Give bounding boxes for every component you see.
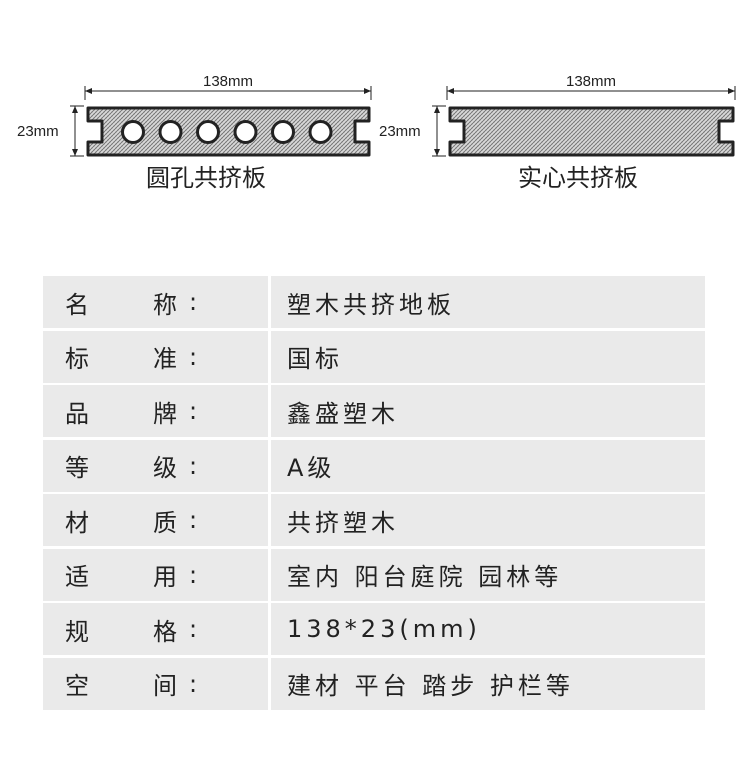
label-char-1: 名 (65, 290, 89, 319)
label-char-2: 格 (153, 617, 177, 646)
label-char-1: 等 (65, 454, 89, 482)
hollow-hole (271, 120, 295, 144)
label-char-2: 牌 (153, 399, 177, 428)
spec-row-size: 规 格 : 138*23(mm) (43, 603, 705, 655)
solid-height-label: 23mm (379, 123, 421, 140)
spec-label: 标 准 : (43, 330, 268, 383)
label-colon: : (189, 560, 198, 589)
label-char-1: 品 (65, 399, 89, 428)
spec-row-grade: 等 级 : A级 (43, 439, 705, 492)
label-colon: : (189, 506, 198, 534)
label-colon: : (189, 669, 198, 698)
spec-value: 鑫盛塑木 (271, 385, 705, 437)
solid-board-caption: 实心共挤板 (518, 164, 638, 192)
label-colon: : (189, 397, 198, 425)
spec-row-material: 材 质 : 共挤塑木 (43, 494, 705, 546)
spec-table: 名 称 : 塑木共挤地板 标 准 : 国标 品 牌 : 鑫盛塑木 等 级 : A… (43, 276, 705, 712)
hollow-hole (196, 120, 220, 144)
spec-label: 等 级 : (43, 439, 268, 492)
spec-label: 名 称 : (43, 276, 268, 328)
hollow-hole (121, 120, 145, 144)
spec-label: 品 牌 : (43, 385, 268, 437)
solid-board-profile: 138mm 23mm (379, 73, 736, 157)
hollow-height-label: 23mm (17, 123, 59, 140)
spec-row-standard: 标 准 : 国标 (43, 330, 705, 383)
label-char-2: 质 (153, 508, 177, 537)
label-char-1: 规 (65, 617, 89, 646)
spec-row-space: 空 间 : 建材 平台 踏步 护栏等 (43, 657, 705, 710)
profile-drawings: 138mm 23mm 138mm 23mm (17, 73, 736, 157)
profile-diagrams: 138mm 23mm 138mm 23mm 圆孔共 (0, 0, 750, 230)
spec-row-brand: 品 牌 : 鑫盛塑木 (43, 385, 705, 437)
label-colon: : (189, 342, 198, 371)
spec-value: 塑木共挤地板 (271, 276, 705, 328)
hollow-holes (121, 120, 333, 144)
spec-label: 适 用 : (43, 548, 268, 601)
spec-row-usage: 适 用 : 室内 阳台庭院 园林等 (43, 548, 705, 601)
label-char-2: 称 (153, 290, 177, 319)
solid-width-label: 138mm (566, 73, 616, 90)
hollow-hole (308, 120, 333, 144)
label-char-1: 材 (65, 508, 89, 537)
hollow-board-outline (86, 106, 371, 157)
spec-value: 室内 阳台庭院 园林等 (271, 548, 705, 601)
spec-label: 规 格 : (43, 603, 268, 655)
spec-row-name: 名 称 : 塑木共挤地板 (43, 276, 705, 328)
hollow-board-profile: 138mm 23mm (17, 73, 372, 157)
spec-value: 138*23(mm) (271, 603, 705, 655)
hollow-board-caption: 圆孔共挤板 (146, 164, 266, 192)
spec-value: 共挤塑木 (271, 494, 705, 546)
label-char-2: 级 (153, 454, 177, 482)
label-char-1: 标 (65, 345, 89, 373)
spec-value: 建材 平台 踏步 护栏等 (271, 657, 705, 710)
hollow-width-label: 138mm (203, 73, 253, 90)
spec-label: 空 间 : (43, 657, 268, 710)
label-colon: : (189, 451, 198, 480)
solid-board-outline (448, 106, 735, 157)
spec-value: 国标 (271, 330, 705, 383)
label-colon: : (189, 288, 198, 316)
spec-value: A级 (271, 439, 705, 492)
hollow-hole (233, 120, 258, 144)
label-char-1: 空 (65, 672, 89, 700)
spec-label: 材 质 : (43, 494, 268, 546)
hollow-hole (158, 120, 183, 144)
label-char-2: 准 (153, 345, 177, 373)
label-char-2: 用 (153, 563, 177, 591)
label-colon: : (189, 615, 198, 643)
label-char-2: 间 (153, 672, 177, 700)
label-char-1: 适 (65, 563, 89, 591)
